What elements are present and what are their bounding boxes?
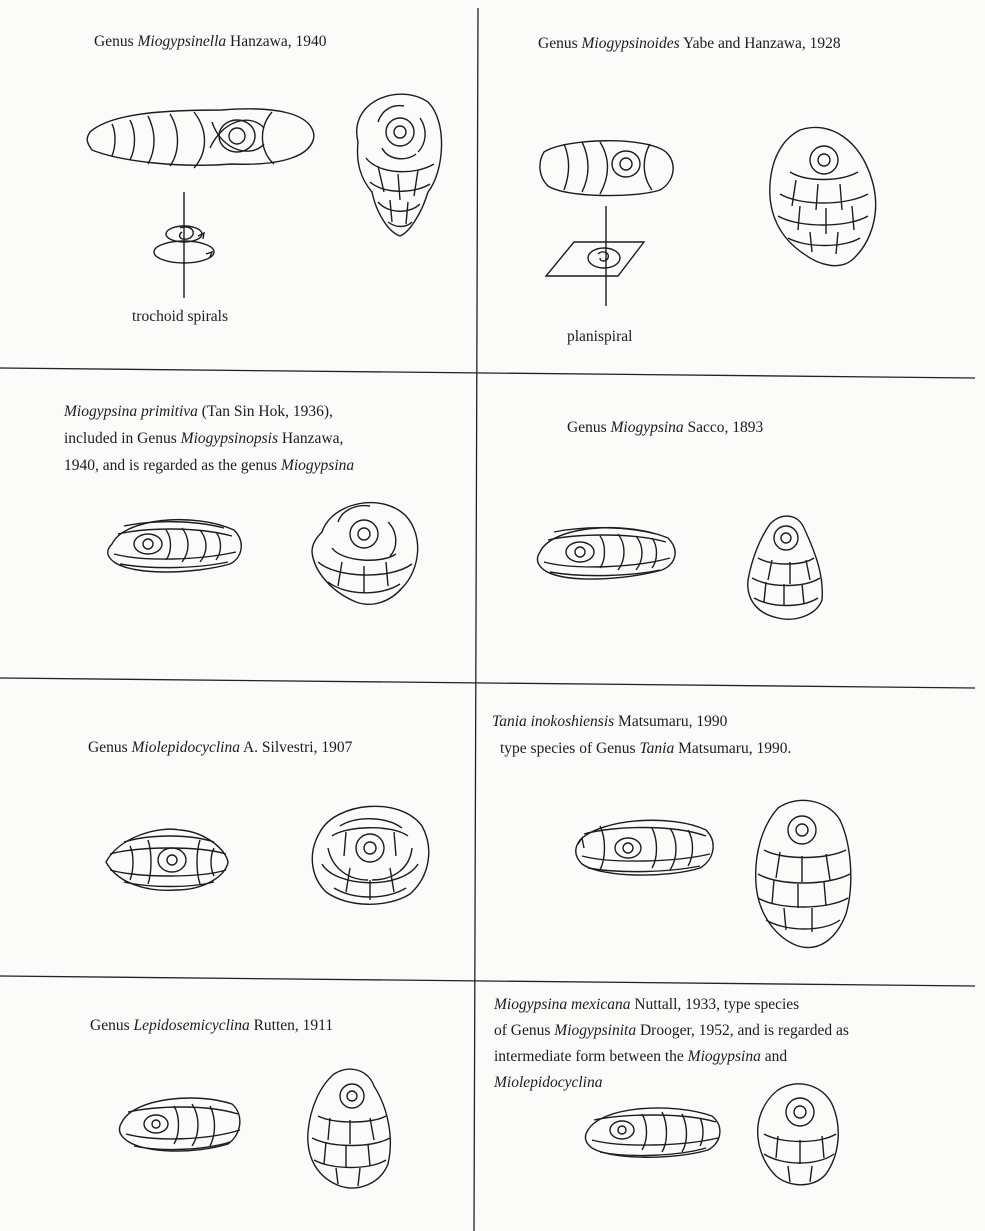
miogypsina-primitiva-side-view-illustration xyxy=(104,508,244,578)
panel-3-title: Miogypsina primitiva (Tan Sin Hok, 1936)… xyxy=(64,398,354,479)
miogypsina-equatorial-view-illustration xyxy=(742,514,828,624)
miogypsina-side-view-illustration xyxy=(534,514,680,586)
panel-6-title: Tania inokoshiensis Matsumaru, 1990 type… xyxy=(492,708,791,762)
panel-2-title: Genus Miogypsinoides Yabe and Hanzawa, 1… xyxy=(538,30,841,57)
panel-5-title: Genus Miolepidocyclina A. Silvestri, 190… xyxy=(88,734,352,761)
panel-7-title: Genus Lepidosemicyclina Rutten, 1911 xyxy=(90,1012,333,1039)
panel-1-title: Genus Miogypsinella Hanzawa, 1940 xyxy=(94,28,326,55)
miogypsinoides-side-view-illustration xyxy=(536,132,676,202)
miogypsinita-equatorial-view-illustration xyxy=(752,1080,844,1190)
miolepidocyclina-equatorial-view-illustration xyxy=(306,796,432,908)
miogypsinoides-equatorial-view-illustration xyxy=(760,120,884,270)
panel-2-caption: planispiral xyxy=(567,328,632,346)
miogypsinella-equatorial-view-illustration xyxy=(348,82,448,242)
miogypsinella-side-view-illustration xyxy=(82,92,322,182)
tania-equatorial-view-illustration xyxy=(748,796,858,956)
panel-4-title: Genus Miogypsina Sacco, 1893 xyxy=(567,414,763,441)
trochoid-spiral-diagram xyxy=(140,192,230,302)
lepidosemicyclina-side-view-illustration xyxy=(116,1088,244,1158)
miogypsinita-side-view-illustration xyxy=(582,1098,724,1162)
miolepidocyclina-side-view-illustration xyxy=(100,822,232,894)
panel-1-caption: trochoid spirals xyxy=(132,308,228,326)
lepidosemicyclina-equatorial-view-illustration xyxy=(302,1066,396,1196)
planispiral-diagram xyxy=(540,206,650,316)
tania-side-view-illustration xyxy=(572,810,718,882)
miogypsina-primitiva-equatorial-view-illustration xyxy=(302,492,426,612)
